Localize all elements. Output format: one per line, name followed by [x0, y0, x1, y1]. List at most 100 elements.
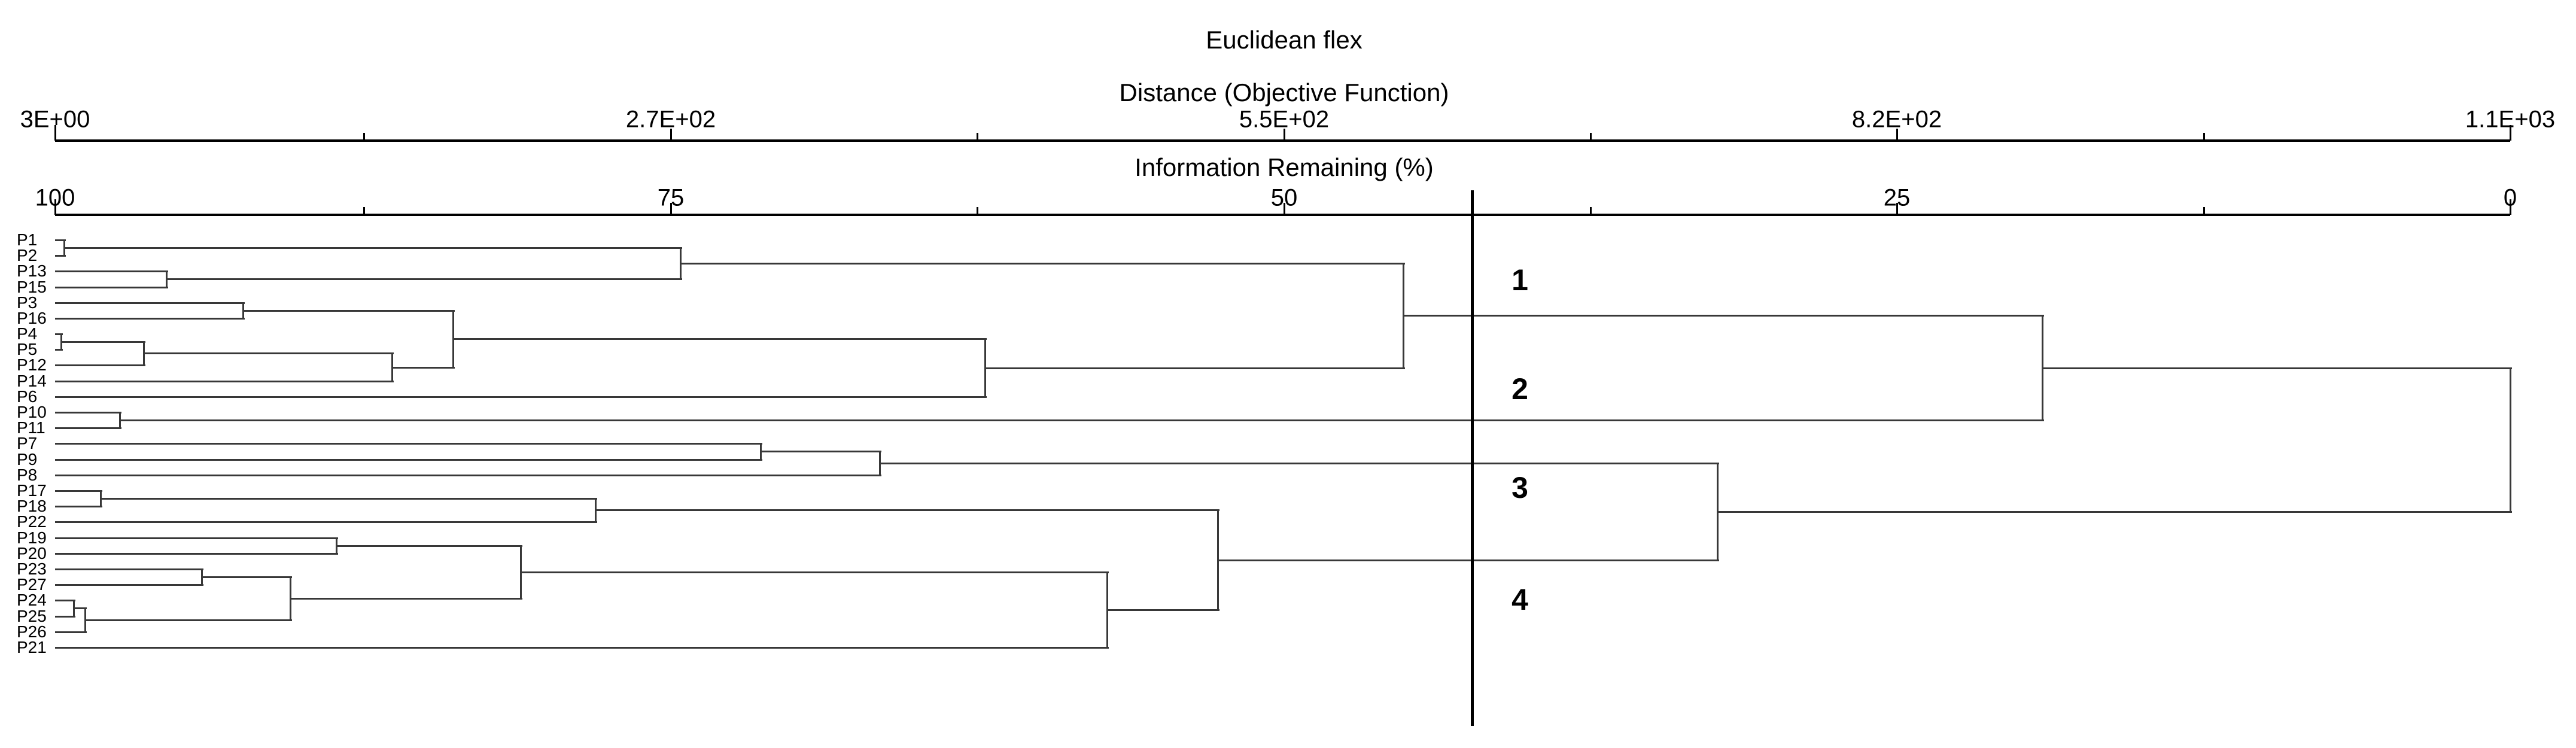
information-axis-tick — [2510, 199, 2511, 215]
dendrogram-branch-h — [55, 255, 66, 257]
dendrogram-branch-h — [2042, 367, 2512, 369]
leaf-label-p9: P9 — [17, 450, 38, 469]
distance-axis-tick — [1896, 129, 1898, 141]
dendrogram-branch-h — [521, 571, 1109, 573]
leaf-label-p24: P24 — [17, 591, 47, 609]
leaf-label-p20: P20 — [17, 544, 47, 562]
information-tick-label: 100 — [35, 184, 75, 211]
leaf-label-p7: P7 — [17, 434, 38, 452]
distance-axis-minor-tick — [363, 133, 365, 141]
dendrogram-branch-h — [55, 318, 245, 320]
leaf-label-p26: P26 — [17, 622, 47, 641]
dendrogram-branch-h — [55, 521, 597, 523]
dendrogram-branch-h — [55, 568, 203, 570]
dendrogram-branch-h — [55, 381, 394, 382]
dendrogram-branch-h — [55, 584, 203, 586]
dendrogram-branch-h — [202, 576, 292, 578]
leaf-label-p17: P17 — [17, 481, 47, 500]
dendrogram-branch-v — [73, 600, 75, 618]
dendrogram-branch-v — [166, 270, 168, 288]
leaf-label-p23: P23 — [17, 560, 47, 578]
distance-axis-minor-tick — [2203, 133, 2205, 141]
information-axis-line — [55, 214, 2510, 216]
dendrogram-branch-v — [1403, 263, 1404, 369]
leaf-label-p11: P11 — [17, 418, 45, 437]
information-axis-title: Information Remaining (%) — [1135, 153, 1434, 181]
leaf-label-p22: P22 — [17, 512, 47, 531]
dendrogram-branch-h — [55, 600, 75, 601]
cluster-label-3: 3 — [1511, 471, 1528, 504]
leaf-label-p10: P10 — [17, 403, 47, 421]
cluster-pruning-line — [1470, 190, 1474, 726]
dendrogram-branch-v — [452, 310, 454, 369]
dendrogram-branch-v — [2042, 315, 2043, 421]
information-tick-label: 75 — [657, 184, 685, 211]
leaf-label-p14: P14 — [17, 372, 47, 390]
distance-axis-line — [55, 139, 2510, 142]
dendrogram-branch-h — [55, 270, 168, 272]
dendrogram-branch-v — [760, 443, 762, 461]
dendrogram-branch-h — [985, 367, 1405, 369]
dendrogram-branch-h — [55, 349, 63, 351]
leaf-label-p16: P16 — [17, 309, 47, 327]
dendrogram-branch-h — [144, 352, 394, 354]
dendrogram-branch-h — [55, 333, 63, 335]
distance-tick-label: 5.5E+02 — [1239, 106, 1330, 133]
dendrogram-branch-h — [290, 598, 522, 600]
leaf-label-p2: P2 — [17, 246, 38, 264]
dendrogram-branch-h — [55, 537, 338, 539]
dendrogram-branch-h — [680, 263, 1405, 264]
dendrogram-branch-h — [392, 367, 455, 369]
dendrogram-branch-h — [1717, 511, 2512, 513]
dendrogram-branch-h — [55, 459, 762, 461]
dendrogram-branch-h — [55, 302, 245, 304]
chart-title: Euclidean flex — [1206, 26, 1362, 54]
leaf-label-p4: P4 — [17, 324, 38, 343]
leaf-label-p25: P25 — [17, 607, 47, 625]
dendrogram-branch-h — [453, 338, 987, 340]
distance-axis-tick — [1284, 129, 1285, 141]
distance-axis-tick — [54, 125, 56, 141]
dendrogram-branch-h — [55, 364, 145, 366]
dendrogram-branch-h — [74, 607, 87, 609]
information-axis-minor-tick — [363, 207, 365, 215]
dendrogram-branch-v — [143, 341, 145, 366]
information-axis-minor-tick — [1590, 207, 1592, 215]
dendrogram-branch-h — [61, 341, 145, 343]
distance-tick-label: 2.7E+02 — [625, 106, 716, 133]
dendrogram-branch-h — [55, 239, 66, 241]
dendrogram-branch-v — [1217, 509, 1219, 611]
dendrogram-branch-h — [243, 310, 455, 312]
dendrogram-branch-h — [64, 247, 682, 249]
dendrogram-branch-h — [55, 506, 102, 507]
dendrogram-branch-v — [336, 537, 337, 555]
information-axis-tick — [1896, 203, 1898, 215]
leaf-label-p3: P3 — [17, 293, 38, 312]
information-axis-minor-tick — [977, 207, 978, 215]
distance-axis-minor-tick — [977, 133, 978, 141]
dendrogram-branch-h — [595, 509, 1219, 511]
dendrogram-branch-v — [119, 412, 121, 429]
dendrogram-branch-v — [984, 338, 986, 398]
dendrogram-branch-v — [1106, 571, 1108, 649]
leaf-label-p8: P8 — [17, 466, 38, 484]
cluster-label-2: 2 — [1511, 372, 1528, 406]
leaf-label-p13: P13 — [17, 262, 47, 280]
dendrogram-branch-h — [85, 619, 292, 621]
distance-tick-label: 3E+00 — [20, 106, 90, 133]
dendrogram-branch-h — [166, 278, 682, 280]
dendrogram-branch-v — [100, 490, 102, 507]
distance-tick-label: 1.1E+03 — [2465, 106, 2556, 133]
dendrogram-branch-h — [55, 631, 87, 633]
dendrogram-branch-v — [63, 239, 65, 257]
leaf-label-p1: P1 — [17, 230, 38, 249]
dendrogram-branch-h — [120, 419, 2044, 421]
dendrogram-branch-h — [55, 396, 987, 398]
cluster-label-4: 4 — [1511, 583, 1528, 616]
leaf-label-p19: P19 — [17, 528, 47, 547]
dendrogram-branch-v — [2510, 367, 2511, 513]
information-axis-tick — [1284, 203, 1285, 215]
dendrogram-branch-v — [1717, 463, 1719, 561]
dendrogram-branch-v — [60, 333, 62, 351]
cluster-label-1: 1 — [1511, 263, 1528, 297]
